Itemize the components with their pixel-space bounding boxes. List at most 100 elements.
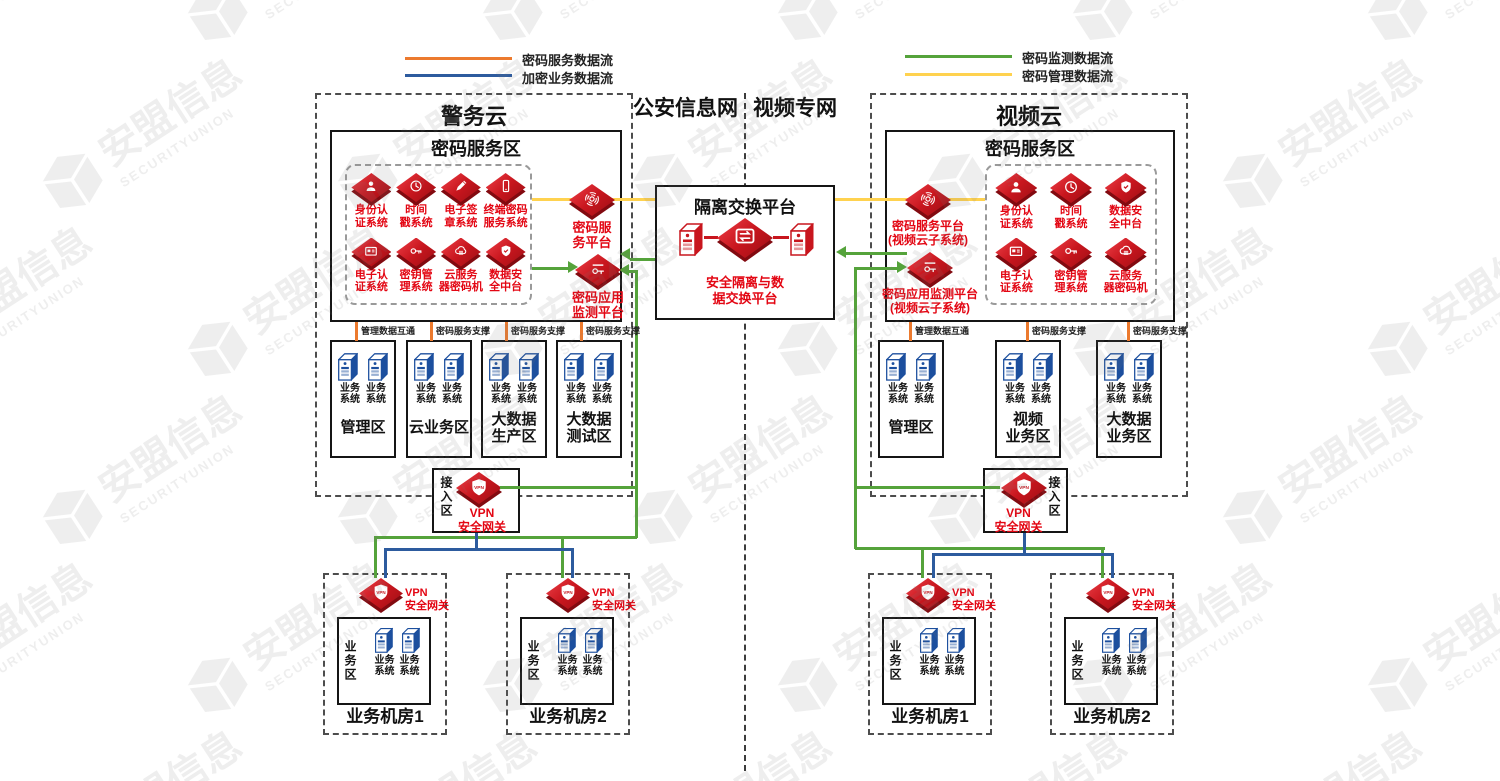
watermark-cn: 安盟信息 [91,387,250,512]
system-cloud-hsm: 云服务 器密码机 [439,236,484,301]
server-icon [563,352,585,381]
zone-management: 业务 系统业务 系统 管理区 [330,340,396,458]
exchange-server-icon [678,221,704,257]
watermark-en: SECURITYUNION [1442,272,1500,359]
vpn-gateway-icon [906,578,950,613]
flow-line-orange [430,322,433,341]
watermark-en: SECURITYUNION [1297,762,1439,781]
brand-cube-icon [42,489,103,544]
brand-cube-icon [187,321,248,376]
zone-name: 大数据 业务区 [1106,410,1152,445]
brand-cube-icon [1072,0,1133,40]
server-icon [584,627,604,653]
legend-crypto-service-flow: 密码服务数据流 [522,53,614,68]
machine-room-1: VPN 安全网关 业务区 业务 系统业务 系统 业务机房1 [868,573,996,735]
link-label: 密码服务支撑 [436,326,491,336]
video-cloud-title: 视频云 [995,104,1062,129]
key-mgmt-icon [1049,237,1092,272]
flow-line-blue [384,548,574,551]
flow-line-green [857,267,897,270]
flow-line-blue [475,533,478,549]
flow-line-green [855,486,1000,489]
watermark-en: SECURITYUNION [412,762,554,781]
system-cloud-hsm: 云服务 器密码机 [1098,236,1153,301]
server-icon [557,627,577,653]
terminal-crypto-icon [485,173,526,206]
flow-line-green [921,547,924,578]
watermark-en: SECURITYUNION [0,608,88,695]
zone-video-business: 业务 系统业务 系统 视频 业务区 [995,340,1061,458]
server-icon [1133,352,1155,381]
exchange-platform-title: 隔离交换平台 [694,198,796,217]
system-eauth: 电子认 证系统 [349,236,394,301]
watermark-en: SECURITYUNION [1297,440,1418,527]
flow-line-green [561,536,564,578]
watermark-cn: 安盟信息 [1411,0,1500,10]
watermark-cn: 安盟信息 [1416,219,1500,344]
data-security-icon [1104,173,1147,207]
flow-line-green [374,536,377,578]
vpn-gateway-icon [546,578,590,613]
flow-arrow [568,261,578,273]
watermark-cn: 安盟信息 [676,714,842,781]
vpn-gateway-label: VPN 安全网关 [405,587,449,612]
system-data-security: 数据安 全中台 [1098,171,1153,236]
machine-room-2: VPN 安全网关 业务区 业务 系统业务 系统 业务机房2 [1050,573,1176,735]
watermark-cn: 安盟信息 [0,0,101,10]
server-icon [946,627,966,653]
watermark-cn: 安盟信息 [526,0,692,10]
flow-line-blue [1111,553,1114,578]
crypto-monitor-platform-label: 密码应用监测平台 (视频云子系统) [881,287,978,315]
legend-crypto-mgmt-flow: 密码管理数据流 [1022,69,1114,84]
brand-cube-icon [482,0,543,40]
vpn-gateway-label: VPN 安全网关 [1132,587,1176,612]
server-icon [1032,352,1054,381]
zone-name: 视频 业务区 [1005,410,1051,445]
system-eauth: 电子认 证系统 [989,236,1044,301]
flow-arrow [620,248,630,260]
crypto-monitor-platform-icon [575,254,621,290]
flow-line-green [630,258,655,261]
flow-line-green [628,270,637,273]
server-icon [1002,352,1024,381]
machine-room-2: VPN 安全网关 业务区 业务 系统业务 系统 业务机房2 [506,573,636,735]
brand-cube-icon [1367,321,1428,376]
flow-line-green [905,55,1012,58]
watermark-cn: 安盟信息 [1271,387,1430,512]
data-security-icon [485,237,526,271]
watermark-en: SECURITYUNION [852,0,994,22]
cloud-hsm-icon [440,237,481,271]
watermark-cn: 安盟信息 [86,714,252,781]
flow-line-red [704,236,718,239]
system-identity-auth: 身份认 证系统 [989,171,1044,236]
brand-cube-icon [777,657,838,712]
flow-arrow [619,264,629,276]
system-timestamp: 时间 戳系统 [394,171,439,236]
watermark-cn: 安盟信息 [91,51,250,176]
watermark-cn: 安盟信息 [0,555,100,680]
system-timestamp: 时间 戳系统 [1044,171,1099,236]
server-icon [367,352,389,381]
link-label: 密码服务支撑 [511,326,566,336]
brand-cube-icon [187,0,248,40]
access-zone-label: 接入区 [439,476,453,518]
flow-line-orange [1026,322,1029,341]
watermark-en: SECURITYUNION [117,762,259,781]
crypto-service-platform-icon [905,184,951,220]
flow-line-orange [909,322,912,341]
room-name: 业务机房1 [891,707,969,726]
esignature-icon [440,173,481,206]
vpn-gateway-label: VPN 安全网关 [457,506,506,534]
link-label: 密码服务支撑 [1133,326,1188,336]
watermark-en: SECURITYUNION [1297,104,1418,191]
server-icon [443,352,465,381]
zone-name: 管理区 [340,419,386,436]
watermark-en: SECURITYUNION [0,272,88,359]
